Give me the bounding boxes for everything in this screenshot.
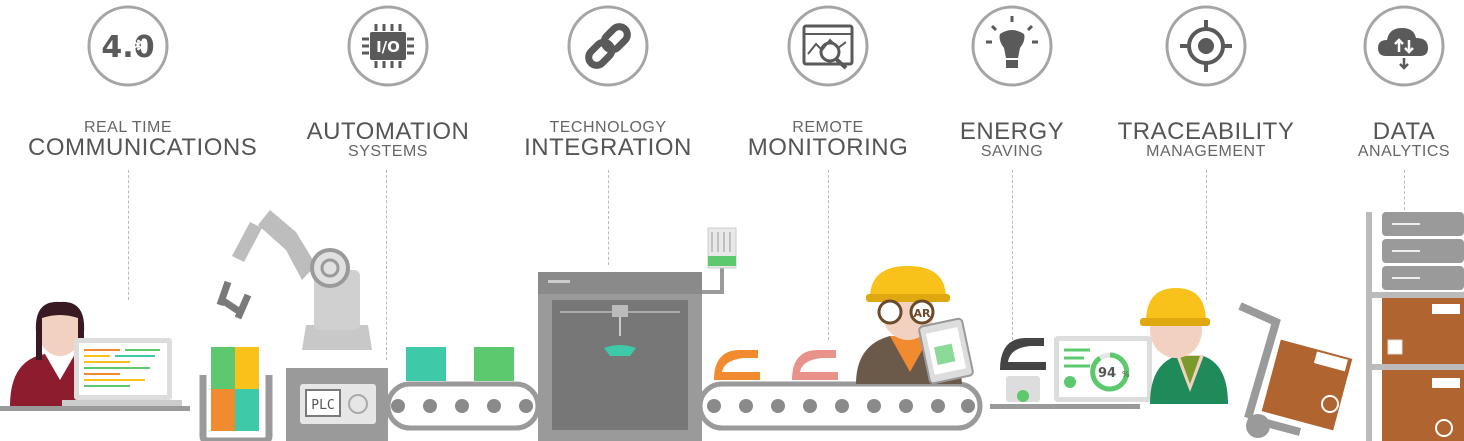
connector-line [608,170,609,265]
feature-label-large: AUTOMATION [306,118,470,145]
ar-label: AR [914,307,932,320]
feature-real-time-communications: 4.0 REAL TIME COMMUNICATIONS [28,0,258,161]
feature-label-small-top: TECHNOLOGY [549,119,667,136]
feature-energy-saving: ENERGY SAVING [912,0,1112,160]
product-box [406,347,446,381]
feature-automation-systems: I/O AUTOMATION SYSTEMS [288,0,488,160]
feature-label-large: INTEGRATION [524,134,692,161]
processing-machine [538,268,724,441]
server-rack [1366,212,1464,441]
feature-label-small-bottom: ANALYTICS [1357,143,1451,160]
ar-engineer: AR [856,266,974,385]
feature-label-large: COMMUNICATIONS [28,134,258,161]
gauge-value: 94 [1098,366,1116,381]
connector-line [1012,170,1013,340]
plc-label: PLC [311,398,334,413]
feature-label-small-top: REMOTE [792,119,864,136]
desk [990,404,1140,409]
connector-line [828,170,829,340]
hand-truck [1238,302,1353,438]
link-chain-icon [566,4,650,88]
desk [0,406,190,411]
connector-line [128,170,129,300]
iron-product [792,350,838,380]
connector-line [386,170,387,360]
feature-label-small-bottom: SYSTEMS [348,143,428,160]
feature-label-large: DATA [1372,118,1436,145]
target-icon [1164,4,1248,88]
parts-bin [199,347,273,441]
connector-line [1404,170,1405,210]
plc-unit: PLC [286,368,388,441]
iron-on-scale [1000,338,1046,402]
quality-monitor: 94 % [1054,336,1152,402]
feature-label-large: ENERGY [959,118,1065,145]
feature-traceability-management: TRACEABILITY MANAGEMENT [1106,0,1306,160]
feature-label-small-top: REAL TIME [83,119,173,136]
feature-label-small-bottom: SAVING [980,143,1044,160]
gauge-unit: % [1122,370,1130,379]
monitor-chart-icon [786,4,870,88]
iron-product [714,350,760,380]
feature-label-large: TRACEABILITY [1117,118,1295,145]
cloud-sync-icon [1362,4,1446,88]
badge-io: I/O [376,38,400,56]
chip-io-icon: I/O [346,4,430,88]
laptop [62,338,182,406]
feature-remote-monitoring: REMOTE MONITORING [728,0,928,160]
bluetooth-4-0-icon: 4.0 [86,4,170,88]
signal-tower [707,227,737,269]
feature-data-analytics: DATA ANALYTICS [1304,0,1464,160]
traceability-worker [1140,288,1228,404]
feature-label-small-bottom: MANAGEMENT [1146,143,1266,160]
conveyor-belt [385,381,983,431]
robotic-arm [216,210,372,350]
badge-4-0: 4.0 [101,30,154,65]
connector-line [1206,170,1207,300]
product-box [474,347,514,381]
feature-technology-integration: TECHNOLOGY INTEGRATION [508,0,708,160]
light-bulb-icon [970,4,1054,88]
feature-label-large: MONITORING [747,134,909,161]
